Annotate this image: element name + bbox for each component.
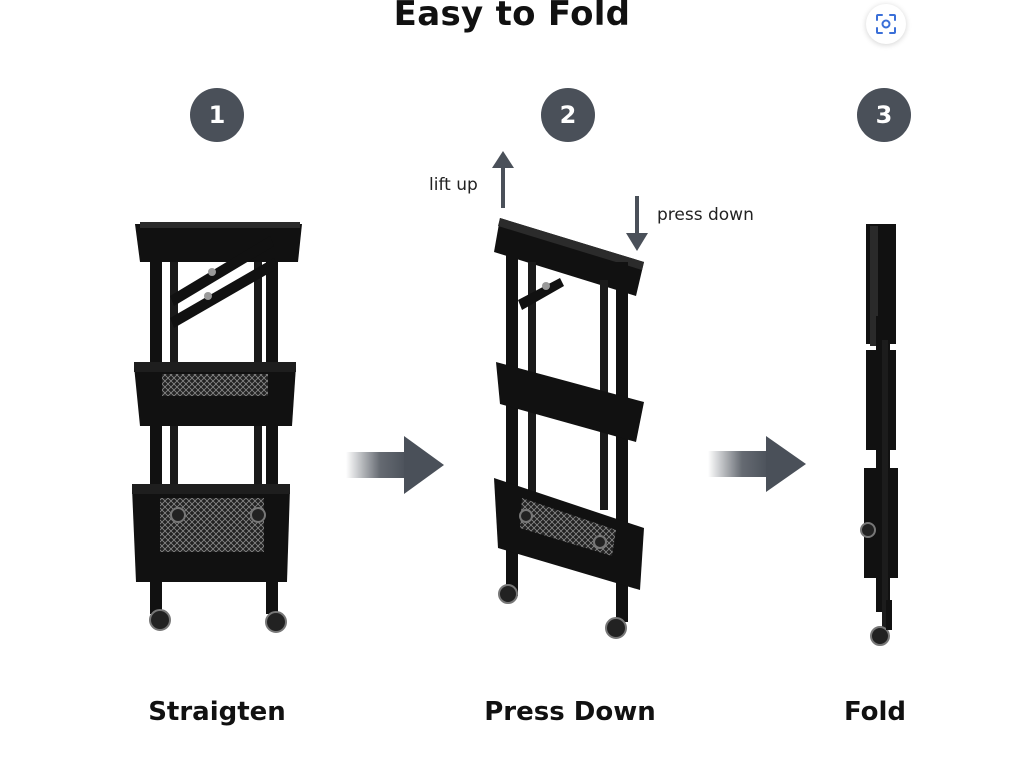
step-arrow-1 [346,436,444,494]
step-arrow-2 [708,436,806,492]
lift-up-arrow-icon [492,151,514,208]
step-caption-3: Fold [843,697,907,727]
visual-search-button[interactable] [866,4,906,44]
cart-folded [860,224,898,646]
press-down-arrow-icon [626,196,648,251]
step-caption-2: Press Down [484,697,656,727]
visual-search-icon [876,14,896,34]
page-title: Easy to Fold [393,0,631,34]
step-caption-1: Straigten [148,697,286,727]
step-badge-1: 1 [190,88,244,142]
lift-up-label: lift up [429,175,478,195]
step-badge-2: 2 [541,88,595,142]
step-badge-3: 3 [857,88,911,142]
cart-press-down [494,218,644,639]
press-down-label: press down [657,205,754,225]
cart-straight [132,222,302,633]
